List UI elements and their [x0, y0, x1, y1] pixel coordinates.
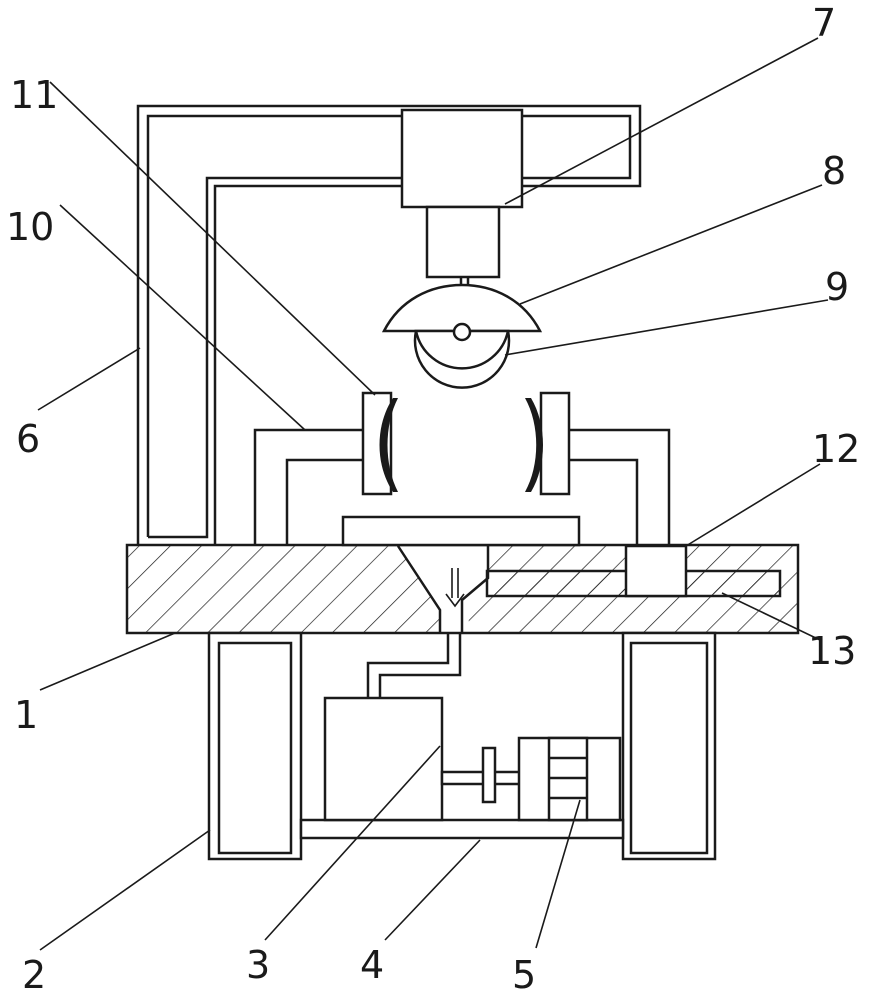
callout-7: 7: [812, 1, 836, 45]
chute: [396, 545, 490, 633]
callout-10: 10: [6, 205, 54, 249]
callout-8: 8: [822, 149, 846, 193]
clamp-jaw-left: [361, 391, 398, 496]
gearbox: [517, 736, 622, 822]
clamp-jaw-right: [525, 391, 571, 496]
callout-1: 1: [14, 693, 38, 737]
callout-13: 13: [808, 629, 856, 673]
callout-12: 12: [812, 427, 860, 471]
leader-lines: [37, 37, 829, 951]
blade-guard: [381, 283, 543, 333]
callout-3: 3: [246, 943, 270, 987]
callout-2: 2: [22, 953, 46, 997]
callout-6: 6: [16, 417, 40, 461]
motor-housing: [400, 108, 524, 288]
callout-4: 4: [360, 943, 384, 987]
pump-motor: [323, 633, 462, 822]
bottom-shelf: [299, 818, 625, 840]
left-leg: [207, 631, 303, 861]
frame-arm: [136, 104, 642, 545]
work-plate: [341, 515, 581, 547]
callout-9: 9: [825, 265, 849, 309]
right-leg: [621, 631, 717, 861]
drive-shaft: [440, 746, 522, 804]
callout-11: 11: [10, 73, 58, 117]
slider-block: [624, 544, 688, 598]
cutting-wheel: [413, 322, 511, 389]
clamp-support-left: [253, 428, 364, 545]
clamp-support-right: [568, 428, 671, 545]
callout-5: 5: [512, 953, 536, 997]
